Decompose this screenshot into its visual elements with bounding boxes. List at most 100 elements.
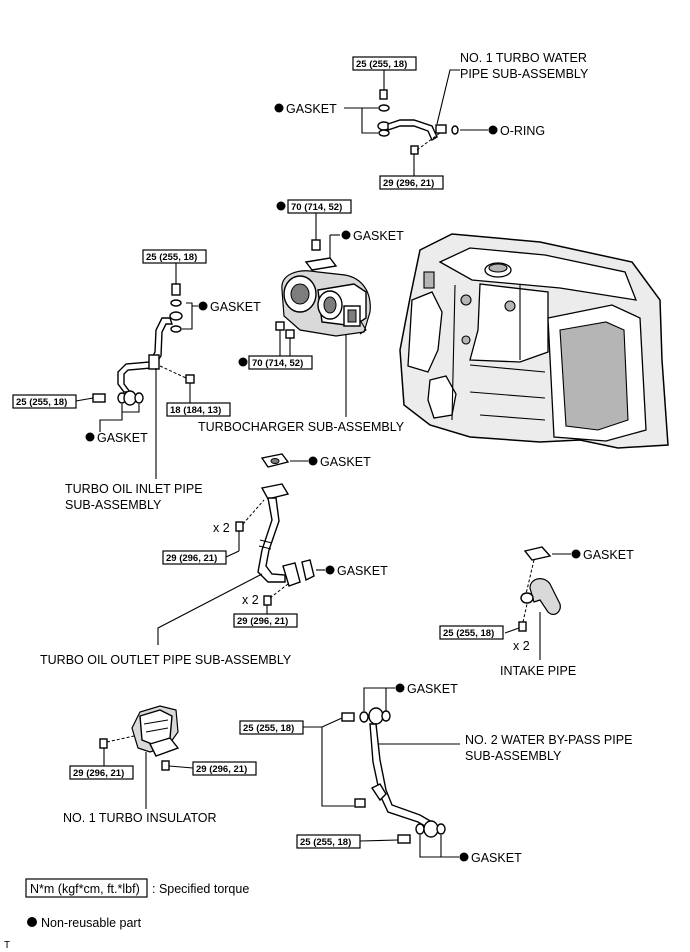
flange-bolt	[235, 521, 244, 532]
intake-pipe-title: INTAKE PIPE	[500, 664, 576, 678]
turbo-insulator-group: 29 (296, 21) 29 (296, 21) NO. 1 TURBO IN…	[63, 705, 257, 825]
intake-pipe-body	[529, 578, 561, 616]
pipe-flange	[435, 124, 447, 134]
pipe-bracket	[148, 354, 160, 370]
outlet-pipe-flange	[282, 562, 301, 587]
engine-block-illustration	[399, 233, 669, 449]
nonreusable-marker-icon	[325, 565, 335, 575]
legend: N*m (kgf*cm, ft.*lbf) : Specified torque…	[4, 878, 249, 951]
clamp-bolt	[354, 798, 366, 808]
oil-inlet-title-line1: TURBO OIL INLET PIPE	[65, 482, 203, 496]
torque-value: 25 (255, 18)	[243, 723, 294, 734]
torque-value: 70 (714, 52)	[252, 358, 303, 369]
nonreusable-marker-icon	[571, 549, 581, 559]
torque-value: 25 (255, 18)	[16, 397, 67, 408]
quantity-label: x 2	[213, 521, 230, 535]
torque-box	[439, 625, 504, 640]
union-bolt	[397, 834, 411, 844]
torque-value: 29 (296, 21)	[383, 178, 434, 189]
outlet-gasket	[301, 559, 315, 582]
quantity-label: x 2	[513, 639, 530, 653]
bypass-title-line1: NO. 2 WATER BY-PASS PIPE	[465, 733, 632, 747]
intake-bolt	[518, 621, 527, 632]
torque-value: 25 (255, 18)	[146, 252, 197, 263]
nonreusable-marker-icon	[395, 683, 405, 693]
torque-value: 29 (296, 21)	[237, 616, 288, 627]
union-bolt	[171, 283, 181, 296]
turbo-oil-outlet-pipe-group: GASKET GASKET x 2 29 (296, 21) x 2 29 (2…	[40, 453, 388, 667]
bracket-bolt	[185, 374, 195, 384]
bypass-title-line2: SUB-ASSEMBLY	[465, 749, 562, 763]
gasket-washer	[170, 299, 182, 307]
torque-box	[162, 550, 227, 565]
union-fitting	[368, 707, 384, 725]
torque-box	[192, 761, 257, 776]
gasket-washer	[170, 325, 182, 333]
torque-value: 70 (714, 52)	[291, 202, 342, 213]
water-bypass-pipe-group: GASKET 25 (255, 18) 25 (255, 18) GASKET …	[239, 682, 632, 865]
pipe-bolt	[410, 145, 419, 155]
turbo-gasket	[304, 257, 338, 271]
o-ring-part	[451, 125, 459, 135]
torque-box	[69, 765, 134, 780]
torque-value: 18 (184, 13)	[170, 405, 221, 416]
corner-mark: T	[4, 940, 10, 951]
union-fitting	[169, 311, 183, 321]
nonreusable-marker-icon	[198, 301, 208, 311]
gasket-label: GASKET	[97, 431, 148, 445]
gasket-washer	[378, 129, 390, 137]
union-fitting	[423, 820, 439, 838]
bypass-pipe-body	[369, 723, 433, 831]
turbocharger-title: TURBOCHARGER SUB-ASSEMBLY	[198, 420, 405, 434]
gasket-label: GASKET	[407, 682, 458, 696]
gasket-label: GASKET	[471, 851, 522, 865]
union-bolt	[379, 89, 388, 100]
torque-value: 29 (296, 21)	[73, 768, 124, 779]
gasket-washer	[134, 392, 144, 404]
legend-torque-box	[25, 878, 148, 898]
nonreusable-marker-icon	[238, 357, 248, 367]
union-fitting	[123, 390, 137, 406]
torque-box	[142, 249, 207, 264]
torque-value: 29 (296, 21)	[166, 553, 217, 564]
oil-inlet-title-line2: SUB-ASSEMBLY	[65, 498, 162, 512]
torque-box	[166, 402, 231, 417]
torque-value: 25 (255, 18)	[443, 628, 494, 639]
gasket-washer	[415, 823, 425, 835]
torque-box	[379, 175, 444, 190]
oil-inlet-pipe-body	[117, 317, 173, 393]
intake-pipe-group: GASKET 25 (255, 18) x 2 INTAKE PIPE	[439, 546, 634, 678]
torque-box	[12, 394, 77, 409]
pipe-clamp	[370, 783, 387, 802]
gasket-washer	[378, 104, 390, 112]
gasket-label: GASKET	[583, 548, 634, 562]
water-pipe-title-line1: NO. 1 TURBO WATER	[460, 51, 587, 65]
nonreusable-marker-icon	[276, 201, 286, 211]
gasket-label: GASKET	[353, 229, 404, 243]
turbo-nut	[285, 329, 295, 339]
insulator-title: NO. 1 TURBO INSULATOR	[63, 811, 217, 825]
torque-value: 25 (255, 18)	[356, 59, 407, 70]
intake-gasket	[523, 546, 552, 561]
gasket-washer	[436, 823, 446, 835]
flange-bolt	[263, 595, 272, 606]
torque-box	[296, 834, 361, 849]
nonreusable-marker-icon	[341, 230, 351, 240]
torque-box	[287, 199, 352, 214]
turbo-oil-inlet-pipe-group: 25 (255, 18) GASKET 18 (184, 13) 25 (255…	[12, 249, 261, 512]
gasket-label: GASKET	[337, 564, 388, 578]
insulator-bolt	[161, 760, 170, 771]
insulator-bolt	[99, 738, 108, 749]
torque-value: 25 (255, 18)	[300, 837, 351, 848]
legend-nonreusable: Non-reusable part	[41, 916, 142, 930]
gasket-label: GASKET	[286, 102, 337, 116]
turbocharger-group: 70 (714, 52) GASKET 70 (714, 52) TURBOCH…	[198, 199, 405, 434]
torque-value: 29 (296, 21)	[196, 764, 247, 775]
nonreusable-marker-icon	[85, 432, 95, 442]
quantity-label: x 2	[242, 593, 259, 607]
nonreusable-marker-icon	[459, 852, 469, 862]
union-bolt	[341, 712, 355, 722]
nonreusable-marker-icon	[308, 456, 318, 466]
